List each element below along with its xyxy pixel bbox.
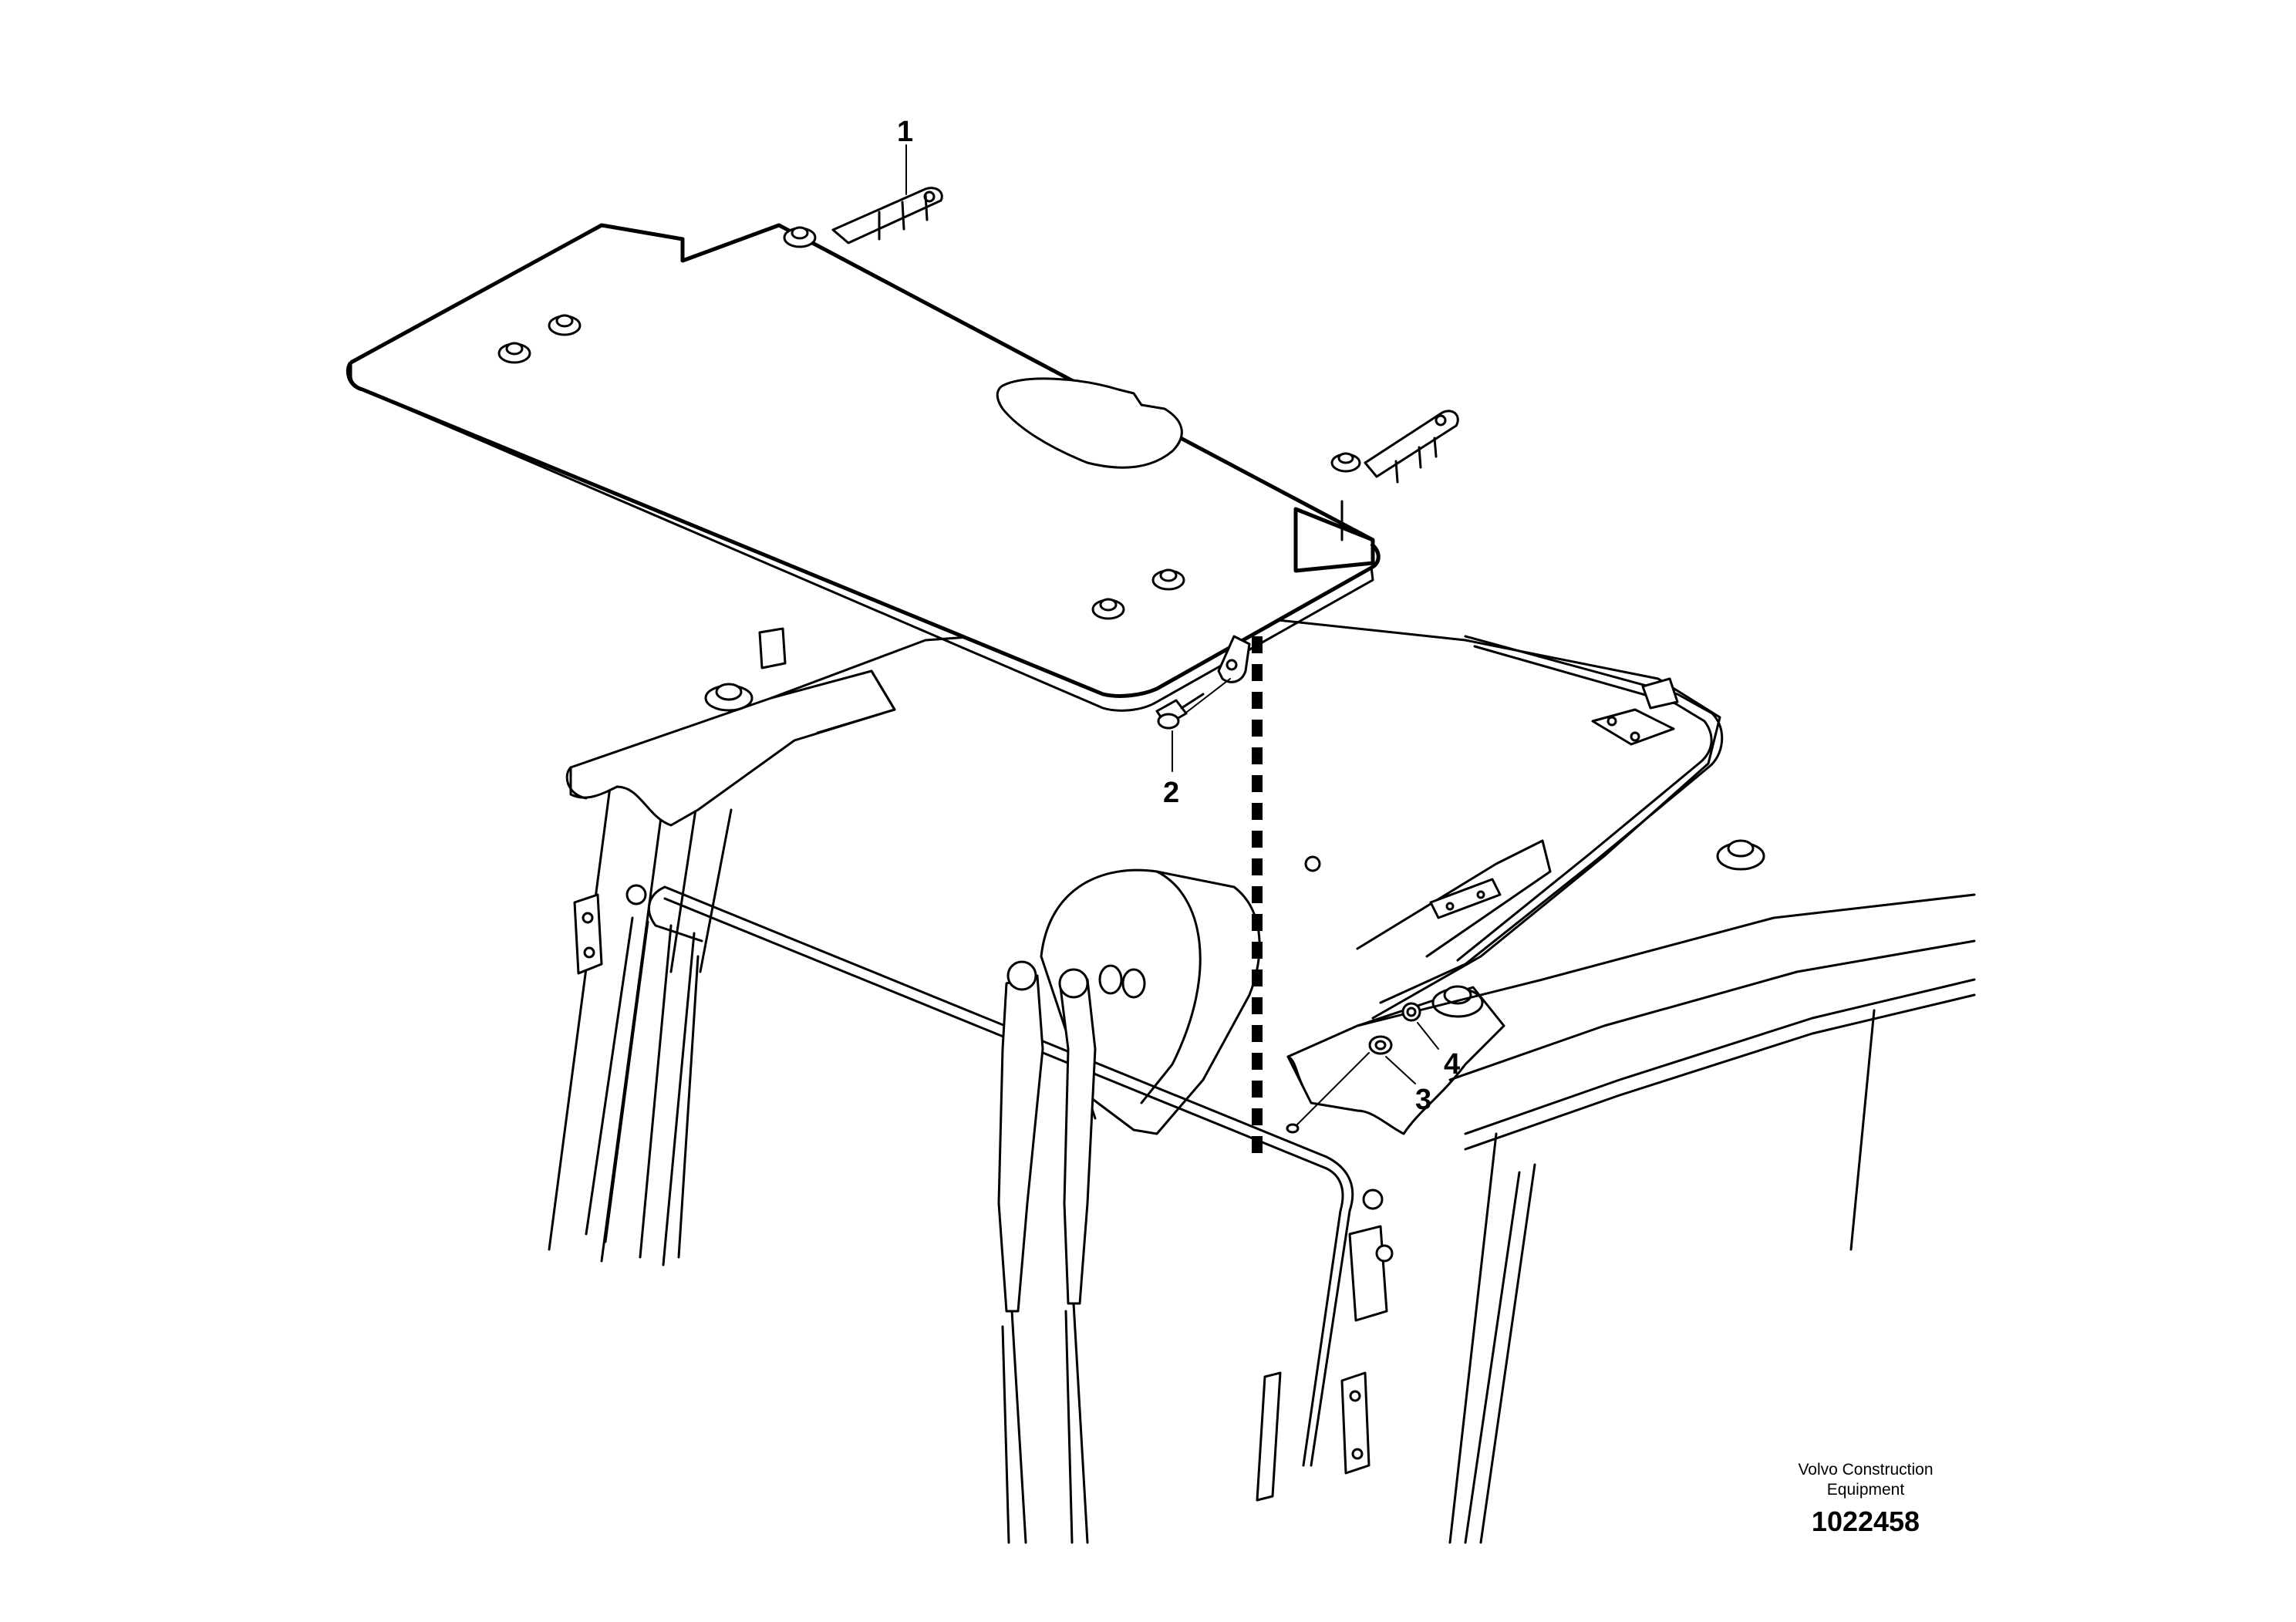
title-block: Volvo Construction Equipment 1022458 [1798,1461,1933,1537]
title-org-line2: Equipment [1827,1481,1905,1499]
nut-part-4 [1401,1002,1421,1022]
callout-2: 2 [1163,777,1179,809]
left-pillar-inner [585,916,649,1243]
right-hinge-bracket [1348,1225,1388,1322]
roof-rim-right [1379,635,1724,1004]
plate-bolt [1091,598,1125,620]
mounting-bracket-right [1340,410,1459,541]
plate-bolt [783,226,817,248]
bolt-part-2 [1155,678,1231,730]
callout-3: 3 [1415,1084,1431,1116]
plate-bolt [1151,568,1185,591]
left-window-frame [639,924,700,1266]
left-hinge-bracket [573,893,603,975]
plate-bolt [548,314,582,336]
front-rail [663,885,1354,1467]
cab-structure [548,615,1976,1544]
left-pillar [548,762,733,1263]
callout-4: 4 [1444,1048,1460,1081]
washer-part-3 [1368,1035,1393,1055]
stud-line [1295,1052,1370,1127]
left-roof-pad [569,669,896,827]
roof-bolt-right [1716,839,1765,871]
roof-post [758,627,787,669]
cover-plate-cutout [996,377,1183,469]
plate-bolt [1330,452,1361,473]
wiper-arm-left [997,974,1044,1313]
mounting-bracket-top [831,187,943,244]
wiper-arm-right [1059,978,1097,1305]
left-pad-bolt [704,683,754,712]
plate-tab [1217,635,1251,683]
drawing-number: 1022458 [1812,1506,1920,1537]
callout-1: 1 [897,116,913,148]
right-cab-roof [1356,893,1976,1081]
wiper-motor-cover [1040,868,1261,1135]
right-roof-pad [1286,986,1505,1135]
callout-leaders [905,144,1439,1084]
title-org-line1: Volvo Construction [1798,1461,1933,1479]
cover-plate-outline [346,223,1381,698]
plate-bolt [497,342,531,364]
wiper-blade [1256,1371,1282,1502]
wiper-assembly [997,960,1282,1544]
cover-plate [346,187,1459,712]
